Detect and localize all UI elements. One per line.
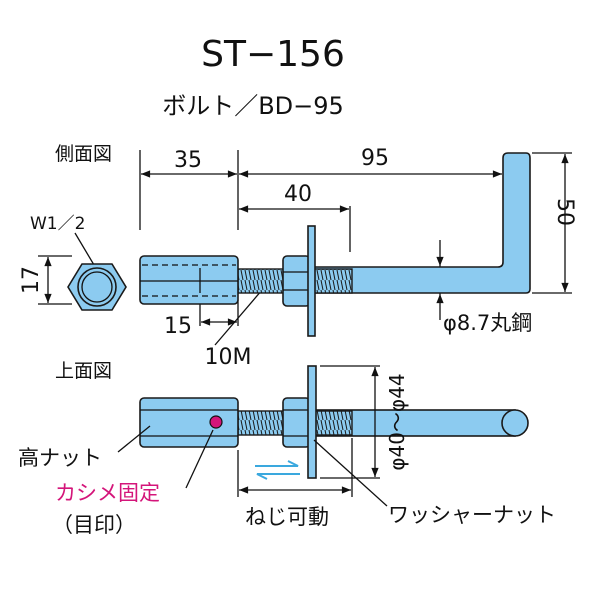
nut <box>282 397 311 448</box>
dim-15: 15 <box>164 314 192 339</box>
side-view <box>67 152 531 337</box>
high-nut <box>139 397 239 448</box>
nut-size: W1／2 <box>30 214 85 234</box>
nut <box>282 255 311 307</box>
top-view <box>117 365 529 507</box>
side-view-label: 側面図 <box>55 143 112 165</box>
high-nut <box>139 255 239 305</box>
mark-label: （目印） <box>52 513 136 537</box>
move-arrows-icon <box>255 460 300 480</box>
rod-spec: φ8.7丸鋼 <box>443 311 532 335</box>
dim-95: 95 <box>361 146 389 171</box>
washer <box>307 365 317 479</box>
dim-50: 50 <box>552 198 577 226</box>
high-nut-label: 高ナット <box>18 446 102 470</box>
washer <box>307 225 316 337</box>
washer-dim: φ40〜φ44 <box>385 373 409 470</box>
thread-size: 10M <box>205 345 252 370</box>
dim-17: 17 <box>19 266 44 294</box>
crimp-mark <box>209 415 223 429</box>
washer-nut-label: ワッシャーナット <box>388 503 556 527</box>
rod-end <box>501 409 529 437</box>
screw-movable-label: ねじ可動 <box>245 505 329 529</box>
dim-35: 35 <box>174 148 202 173</box>
crimp-label: カシメ固定 <box>55 481 160 505</box>
title: ST−156 <box>201 34 345 75</box>
dim-40: 40 <box>284 182 312 207</box>
subtitle: ボルト／BD−95 <box>162 92 344 120</box>
top-view-label: 上面図 <box>55 360 112 382</box>
